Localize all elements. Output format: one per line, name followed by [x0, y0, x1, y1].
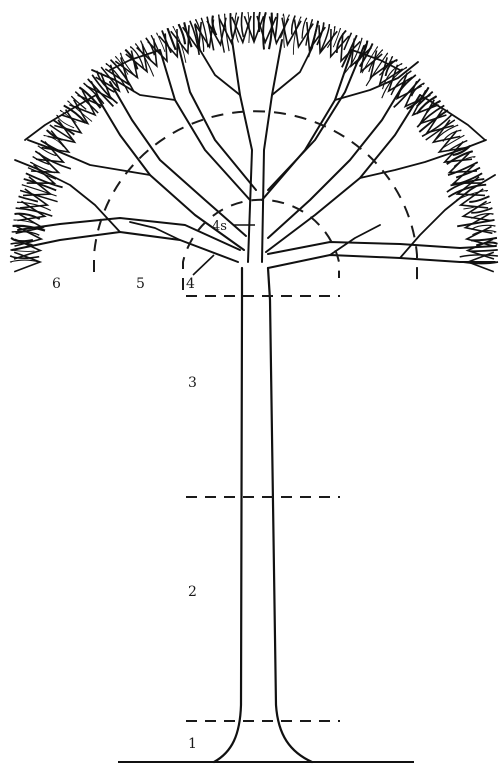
label-zone-4: 4: [186, 276, 195, 292]
label-zone-2: 2: [188, 584, 197, 600]
twig-tip: [482, 179, 484, 180]
twig-tip: [471, 151, 473, 152]
twig: [11, 238, 33, 241]
twig-tip: [16, 208, 18, 209]
twig-tip: [60, 110, 62, 112]
canopy-twigs: [10, 12, 498, 272]
twig-tip: [480, 173, 482, 174]
twig: [10, 250, 34, 252]
twig-tip: [289, 15, 290, 17]
twig: [241, 12, 243, 37]
twig-tip: [283, 14, 284, 16]
label-zone-6: 6: [52, 276, 61, 292]
twig-tip: [463, 135, 464, 136]
twig-tip: [17, 202, 19, 203]
twig-tip: [68, 101, 70, 103]
twig-tip: [162, 31, 163, 33]
trunk: [214, 268, 242, 762]
twig: [28, 168, 56, 179]
trunk-right-edge: [268, 268, 312, 762]
twig: [173, 26, 186, 63]
twig-tip: [157, 33, 158, 35]
twig-tip: [306, 18, 307, 19]
zone-4-pointer: [193, 255, 214, 275]
twig: [471, 250, 498, 251]
label-zone-5: 5: [136, 276, 145, 292]
label-zone-4s: 4s: [212, 219, 227, 234]
twig-tip: [115, 56, 116, 58]
label-zone-1: 1: [188, 736, 197, 752]
twig-tip: [450, 115, 451, 116]
twig: [471, 225, 495, 229]
secondary-branches: [15, 22, 495, 258]
main-limbs: [12, 40, 496, 268]
twig: [460, 255, 498, 257]
twig-tip: [351, 33, 352, 34]
twig-tip: [469, 146, 471, 147]
twig-tip: [295, 16, 296, 18]
label-zone-3: 3: [188, 375, 197, 391]
